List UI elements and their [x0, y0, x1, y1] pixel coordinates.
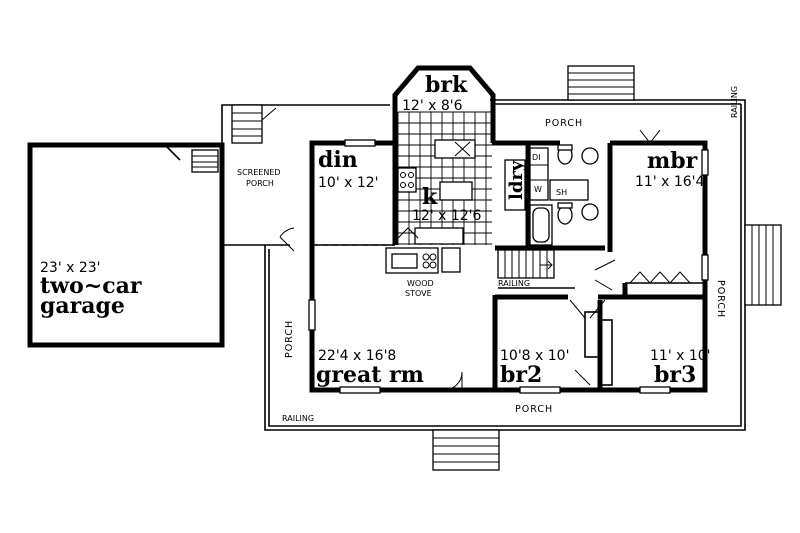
- room-name-br2: br2: [500, 362, 542, 388]
- room-dim-great: 22'4 x 16'8: [318, 348, 396, 364]
- steps: [432, 65, 782, 471]
- stairs: [497, 249, 575, 289]
- porch-label-left: PORCH: [284, 320, 295, 358]
- labels: brk 12' x 8'6 din 10' x 12' k 12' x 12'6…: [40, 72, 739, 423]
- room-dim-mbr: 11' x 16'4: [635, 174, 705, 190]
- room-name-garage-line1: two~car: [40, 273, 142, 299]
- porch-label-top: PORCH: [545, 118, 583, 129]
- porch-outline: [264, 99, 746, 431]
- bath-fixtures: [504, 144, 599, 246]
- wood-label: WOOD: [407, 279, 434, 288]
- room-name-garage-line2: garage: [40, 293, 125, 319]
- room-name-br3: br3: [654, 362, 696, 388]
- room-name-din: din: [318, 147, 358, 173]
- house-walls: [309, 65, 708, 393]
- porch-label-right: PORCH: [715, 280, 726, 318]
- room-dim-din: 10' x 12': [318, 175, 379, 191]
- stove-label: STOVE: [405, 289, 432, 298]
- shower-label: SH: [556, 188, 567, 197]
- room-dim-k: 12' x 12'6: [412, 208, 482, 224]
- room-name-ldry: ldry: [506, 160, 527, 200]
- room-dim-garage: 23' x 23': [40, 260, 101, 276]
- room-name-k: k: [422, 184, 438, 210]
- dishwasher-label: DI: [532, 153, 541, 162]
- windows: [308, 139, 709, 394]
- room-dim-brk: 12' x 8'6: [402, 98, 463, 114]
- screened-label: SCREENED: [237, 168, 281, 177]
- room-name-mbr: mbr: [647, 148, 698, 174]
- washer-label: W: [534, 185, 542, 194]
- railing-label-bottom: RAILING: [282, 414, 314, 423]
- doors: [279, 129, 661, 391]
- breakfast-tile-floor: [397, 111, 492, 245]
- kitchen-fixtures: [385, 139, 476, 274]
- screened-porch: [221, 104, 290, 246]
- room-dim-br2: 10'8 x 10': [500, 348, 569, 364]
- railing-label-stairs: RAILING: [498, 279, 530, 288]
- railing-label-right: RAILING: [730, 86, 739, 118]
- room-dim-br3: 11' x 10': [650, 348, 711, 364]
- screened-porch-label: PORCH: [246, 179, 274, 188]
- room-name-brk: brk: [425, 72, 468, 98]
- room-name-great: great rm: [316, 362, 424, 388]
- porch-label-bottom: PORCH: [515, 404, 553, 415]
